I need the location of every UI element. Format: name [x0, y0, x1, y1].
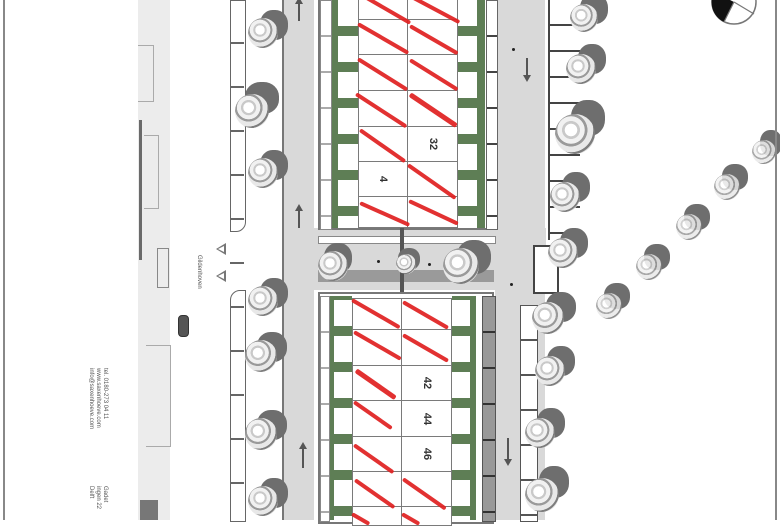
tree [566, 44, 606, 88]
address-line-2: ingen 22 [95, 486, 101, 510]
left-strip-edge [282, 0, 284, 520]
drawing-border-right [775, 0, 777, 520]
plaza-upper-wall [318, 236, 496, 244]
drawing-border-left [3, 0, 5, 520]
lot[interactable]: 4 [358, 161, 408, 197]
car-icon [178, 315, 189, 337]
tree [714, 164, 750, 204]
marker-dot [510, 283, 513, 286]
tree [248, 278, 288, 318]
lot[interactable] [352, 436, 402, 472]
left-building-outline-2 [144, 135, 159, 209]
tree [596, 283, 632, 323]
tree [676, 204, 712, 244]
tree [245, 332, 287, 374]
upper-garden-strips-left [338, 0, 358, 228]
lot[interactable] [401, 471, 452, 507]
road-arrow-down [523, 58, 531, 82]
lot[interactable]: 46 [401, 436, 452, 472]
direction-triangle-2 [216, 270, 226, 282]
lot[interactable] [352, 471, 402, 507]
lot[interactable]: 32 [407, 126, 458, 162]
lower-garden-strips-left [334, 300, 352, 520]
left-wall [139, 120, 142, 260]
tree [248, 478, 288, 518]
tree [550, 172, 590, 216]
direction-triangle-1 [216, 243, 226, 255]
tree [570, 0, 608, 34]
left-building-outline-3 [146, 345, 171, 447]
road-arrow-up [295, 0, 303, 21]
contact-website: www.saxenhoeve.com [95, 368, 101, 428]
contact-phone: tel. 0180-273 04 11 [102, 368, 108, 420]
upper-left-stripe [320, 0, 332, 230]
lot-number: 32 [426, 137, 439, 151]
tree [636, 244, 672, 284]
address-text: Gadet ingen 22 Delft [87, 486, 108, 509]
left-dark-block [140, 500, 158, 520]
lot-number: 44 [420, 412, 433, 425]
tree [535, 346, 575, 390]
tree [443, 240, 493, 285]
lot-number: 46 [420, 447, 433, 461]
street-label: Gildenhoven [196, 255, 202, 289]
tree [555, 100, 607, 156]
lot[interactable]: 42 [401, 365, 452, 401]
tree [525, 408, 567, 452]
address-line-3: Delft [88, 486, 94, 499]
tree [525, 466, 569, 516]
north-arrow-icon [710, 0, 758, 26]
marker-dot [428, 263, 431, 266]
tree [318, 243, 354, 283]
contact-email: info@saxenhoeve.com [88, 368, 94, 430]
lower-left-stripe [320, 296, 330, 522]
road-arrow-up [299, 442, 307, 468]
tree [396, 248, 422, 276]
upper-parking-stripe [486, 0, 498, 230]
marker-dot [377, 260, 380, 263]
tree [235, 82, 281, 130]
lot-number: 42 [420, 376, 433, 390]
upper-garden-strips-right [457, 0, 477, 228]
road-arrow-down [504, 438, 512, 466]
tree [248, 150, 288, 190]
tree [248, 10, 288, 50]
lower-garden-strips-right [452, 300, 470, 520]
left-small-box [157, 248, 169, 288]
left-building-outline-1 [138, 45, 154, 102]
contact-text: tel. 0180-273 04 11 www.saxenhoeve.com i… [87, 368, 108, 429]
tree [245, 410, 287, 452]
address-line-1: Gadet [102, 486, 108, 503]
lower-parking-stripe [482, 296, 496, 522]
tree [532, 292, 578, 336]
road-arrow-up [295, 204, 303, 228]
left-sidewalk [138, 0, 170, 520]
lot[interactable]: 44 [401, 400, 452, 437]
lower-lot-grid: 42 44 46 [352, 298, 452, 526]
lot-number: 4 [377, 175, 389, 183]
tree [548, 228, 588, 272]
marker-dot [512, 48, 515, 51]
left-row-dividers [230, 0, 244, 520]
